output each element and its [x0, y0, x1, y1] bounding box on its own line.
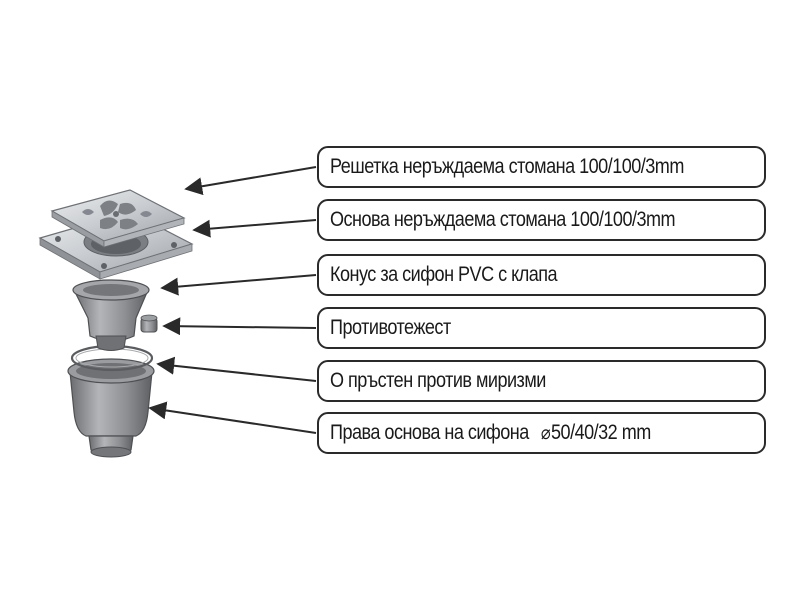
label-odor-ring: О пръстен против миризми [317, 360, 766, 402]
arrow-counterweight [162, 317, 317, 336]
arrow-cone [160, 274, 317, 296]
siphon-base-part [67, 358, 155, 458]
arrow-base [192, 219, 317, 238]
diameter-value: 50/40/32 mm [551, 421, 651, 444]
arrow-odor-ring [156, 356, 317, 382]
counterweight-part [140, 314, 158, 333]
diameter-icon: ⌀ [540, 422, 551, 444]
siphon-base-name: Права основа на сифона [330, 421, 529, 444]
arrow-grate [184, 166, 317, 196]
label-siphon-base: Права основа на сифона ⌀50/40/32 mm [317, 412, 766, 454]
label-counterweight-text: Противотежест [330, 316, 451, 339]
label-cone: Конус за сифон PVC с клапа [317, 254, 766, 296]
label-base-text: Основа неръждаема стомана 100/100/3mm [330, 208, 676, 231]
label-base: Основа неръждаема стомана 100/100/3mm [317, 199, 766, 241]
label-cone-text: Конус за сифон PVC с клапа [330, 263, 558, 286]
arrow-siphon-base [148, 401, 317, 434]
label-grate-text: Решетка неръждаема стомана 100/100/3mm [330, 155, 684, 178]
grate-part [50, 189, 186, 248]
label-grate: Решетка неръждаема стомана 100/100/3mm [317, 146, 766, 188]
label-siphon-base-text: Права основа на сифона ⌀50/40/32 mm [330, 421, 651, 445]
label-odor-ring-text: О пръстен против миризми [330, 369, 546, 392]
cone-part [72, 279, 150, 351]
leader-arrows [148, 166, 317, 434]
label-counterweight: Противотежест [317, 307, 766, 349]
